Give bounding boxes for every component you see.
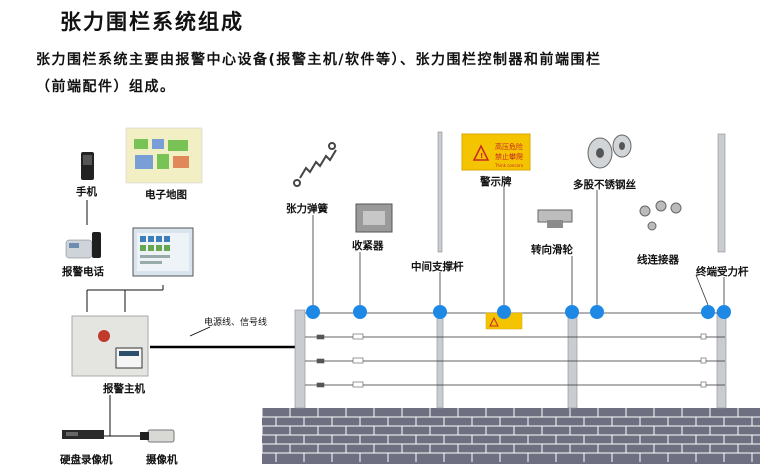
- wire-connector-icon: [639, 200, 682, 231]
- camera-icon: [140, 429, 175, 443]
- label-power-signal-line: 电源线、信号线: [204, 318, 268, 328]
- label-alarm-host: 报警主机: [103, 383, 145, 395]
- svg-text:!: !: [480, 152, 483, 160]
- alarm-host-icon: [71, 315, 149, 377]
- label-middle-post: 中间支撑杆: [411, 261, 464, 273]
- intro-text: 张力围栏系统主要由报警中心设备(报警主机/软件等）、张力围栏控制器和前端围栏 （…: [36, 47, 756, 101]
- label-alarm-phone: 报警电话: [62, 266, 104, 278]
- signal-cable: [150, 326, 296, 349]
- wire-fittings: [316, 333, 707, 388]
- monitor-software-icon: [132, 227, 194, 277]
- steel-wire-icon: [587, 134, 632, 169]
- page-title: 张力围栏系统组成: [60, 10, 244, 34]
- label-end-post: 终端受力杆: [696, 266, 749, 278]
- intro-line-1: 张力围栏系统主要由报警中心设备(报警主机/软件等）、张力围栏控制器和前端围栏: [36, 52, 602, 68]
- e-map-icon: [125, 127, 203, 184]
- label-camera: 摄像机: [146, 454, 178, 466]
- label-wire-connector: 线连接器: [637, 254, 679, 266]
- svg-text:高压危险: 高压危险: [495, 142, 523, 151]
- label-turning-pulley: 转向滑轮: [531, 244, 573, 256]
- fence-posts: [294, 309, 727, 409]
- label-warning-sign: 警示牌: [480, 176, 512, 188]
- label-tension-spring: 张力弹簧: [286, 203, 328, 215]
- component-nodes: [306, 305, 731, 319]
- end-post-pole: [717, 133, 726, 253]
- warning-sign-large: ! 高压危险 禁止攀爬 Think concern: [461, 133, 531, 171]
- dvr-icon: [62, 430, 104, 439]
- tightener-icon: [355, 203, 393, 233]
- alarm-telephone-icon: [65, 232, 101, 259]
- phone-icon: [81, 152, 94, 180]
- tension-spring-icon: [293, 142, 337, 187]
- callout-lines: [312, 186, 725, 306]
- intro-line-2: （前端配件）组成。: [36, 79, 176, 95]
- label-dvr: 硬盘录像机: [60, 454, 113, 466]
- brick-wall: [261, 408, 760, 464]
- label-phone: 手机: [76, 186, 97, 198]
- label-e-map: 电子地图: [145, 189, 187, 201]
- label-tightener: 收紧器: [352, 240, 384, 252]
- label-steel-wire: 多股不锈钢丝: [573, 179, 636, 191]
- svg-text:Think concern: Think concern: [494, 163, 524, 168]
- svg-text:禁止攀爬: 禁止攀爬: [495, 152, 523, 161]
- turning-pulley-icon: [537, 209, 573, 228]
- middle-support-pole: [437, 131, 443, 253]
